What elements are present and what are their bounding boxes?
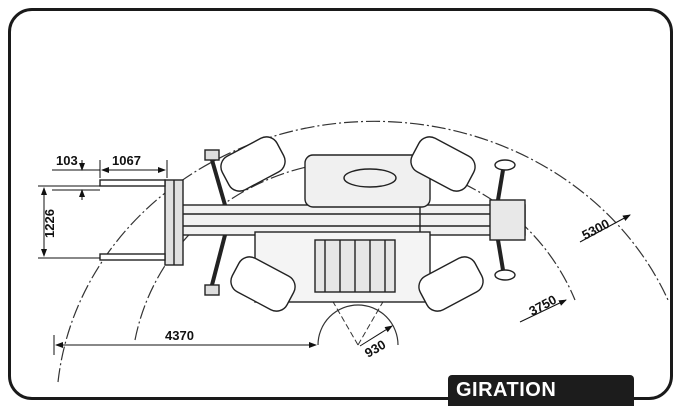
dim-4370-label: 4370 bbox=[165, 328, 194, 343]
giration-badge: GIRATION bbox=[448, 375, 634, 406]
dim-1226-lines bbox=[38, 185, 100, 259]
machine-top-view bbox=[99, 136, 526, 312]
dim-1067-label: 1067 bbox=[112, 153, 141, 168]
dim-5300-label: 5300 bbox=[579, 216, 612, 243]
dim-4370-lines bbox=[53, 335, 317, 355]
dim-103-label: 103 bbox=[56, 153, 78, 168]
outer-turning-arc bbox=[57, 120, 669, 383]
dim-103-lines bbox=[52, 160, 100, 200]
dim-930-label: 930 bbox=[362, 337, 388, 361]
dim-3750-label: 3750 bbox=[526, 292, 559, 319]
dim-1067-lines bbox=[99, 160, 168, 178]
pivot-arc bbox=[317, 304, 399, 346]
dim-1226-label: 1226 bbox=[42, 209, 57, 238]
